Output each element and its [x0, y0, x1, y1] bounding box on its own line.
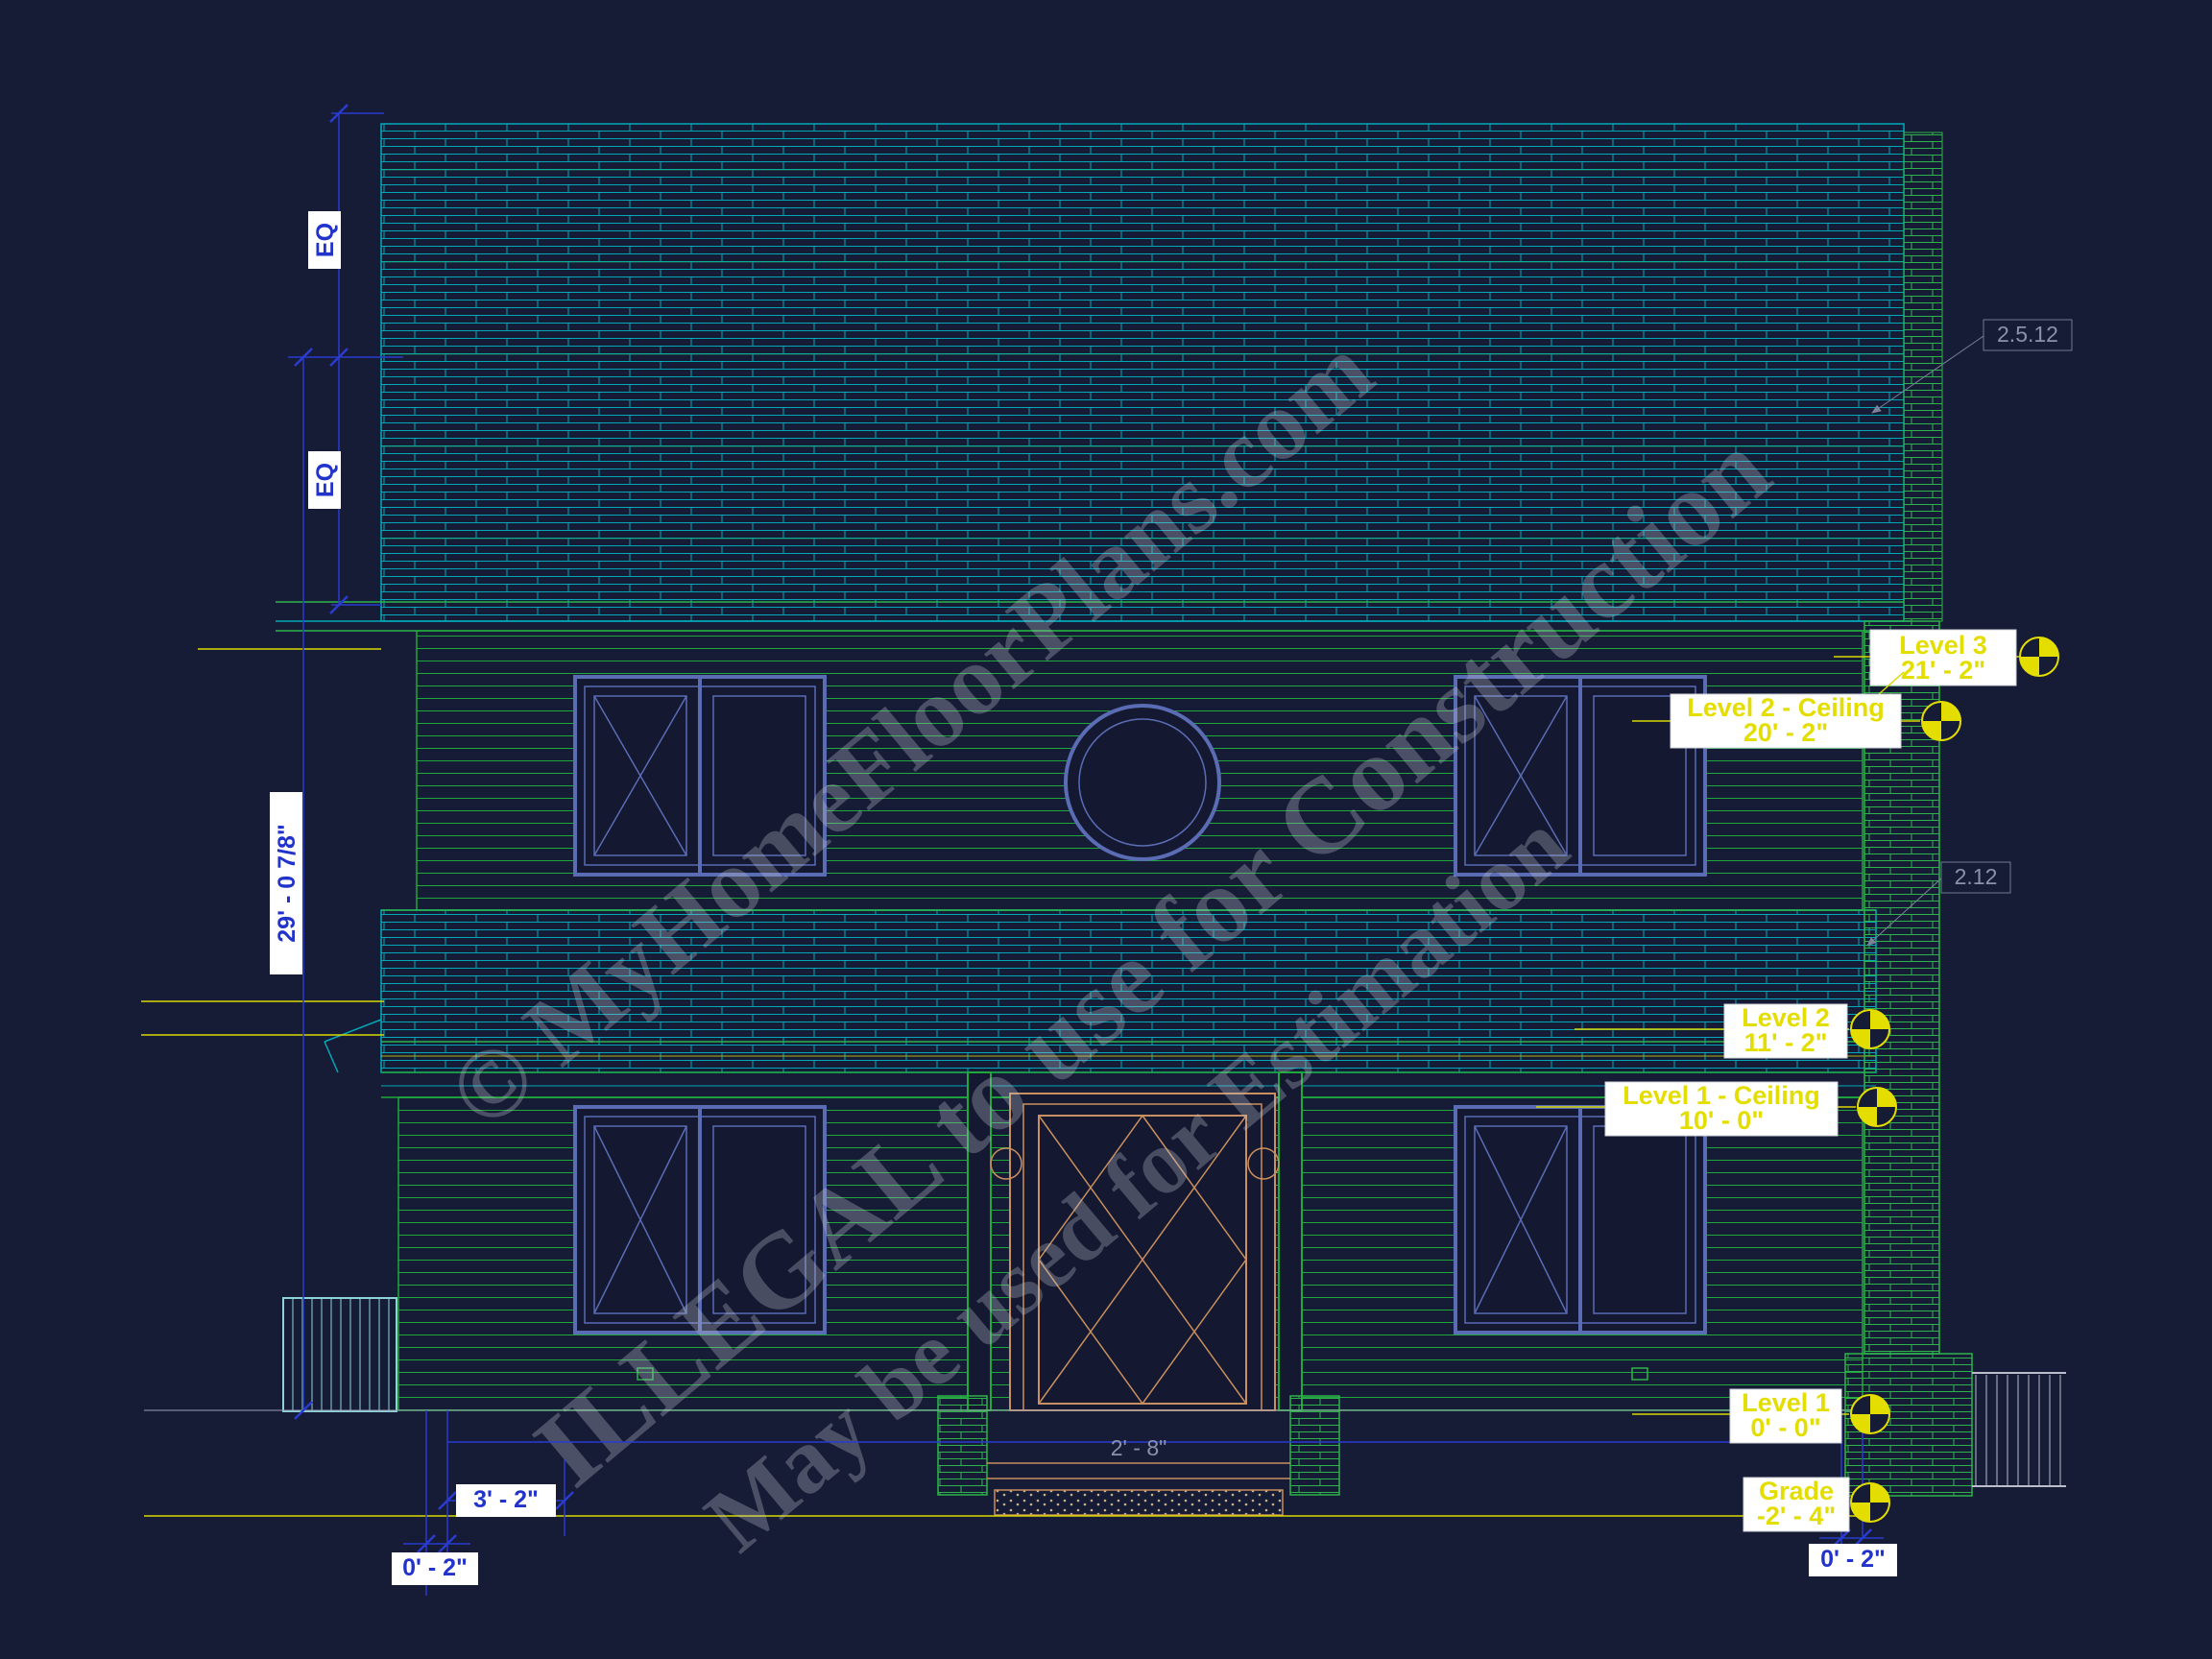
- level-elevation: 10' - 0": [1679, 1106, 1764, 1135]
- level-marker-symbol: [1850, 1482, 1890, 1523]
- level-elevation: 11' - 2": [1744, 1028, 1828, 1057]
- level-name: Level 2: [1742, 1003, 1830, 1032]
- level-elevation: -2' - 4": [1757, 1502, 1836, 1530]
- svg-text:29' - 0 7/8": 29' - 0 7/8": [274, 824, 301, 942]
- front-steps: [937, 1395, 1340, 1516]
- level-marker-symbol: [1921, 701, 1961, 741]
- level-elevation: 21' - 2": [1901, 656, 1985, 685]
- step-tread: [994, 1489, 1284, 1516]
- level-tag-level2-ceiling[interactable]: Level 2 - Ceiling 20' - 2": [1632, 671, 1961, 749]
- level-tag-level1-ceiling[interactable]: Level 1 - Ceiling 10' - 0": [1536, 1081, 1897, 1137]
- level-elevation: 20' - 2": [1743, 718, 1828, 747]
- callout-text: 2.5.12: [1997, 322, 2058, 347]
- door-diagonals: [1038, 1115, 1247, 1405]
- svg-text:3' - 2": 3' - 2": [473, 1486, 539, 1513]
- level-name: Level 1 - Ceiling: [1623, 1081, 1820, 1110]
- level-elevation: 0' - 0": [1750, 1413, 1820, 1442]
- dimension-text-eq-lower[interactable]: EQ: [308, 451, 341, 509]
- grade-lines: [141, 648, 1863, 1517]
- level-marker-symbol: [1850, 1009, 1890, 1049]
- dimension-text-porch-width[interactable]: 3' - 2": [456, 1484, 556, 1517]
- window-lower-right: [1454, 1105, 1707, 1334]
- brick-band: [324, 909, 1877, 1073]
- callout-roof-material[interactable]: 2.5.12: [1871, 319, 2073, 414]
- level-markers: Level 3 21' - 2" Level 2 - Ceiling 20' -…: [1536, 629, 2059, 1532]
- round-window: [1064, 704, 1221, 861]
- outlet-right: [1631, 1367, 1648, 1381]
- level-marker-symbol: [1850, 1394, 1890, 1434]
- step-pier-right: [1289, 1395, 1340, 1496]
- dimension-overall-height: 29' - 0 7/8": [270, 348, 313, 1420]
- dimension-text-overall-height[interactable]: 29' - 0 7/8": [270, 792, 302, 974]
- door-diamond: [1038, 1114, 1247, 1406]
- level-name: Level 3: [1899, 631, 1987, 660]
- level-marker-symbol: [1857, 1087, 1897, 1127]
- dimension-text-right-offset[interactable]: 0' - 2": [1809, 1544, 1897, 1576]
- dimension-text-stair-width[interactable]: 2' - 8": [1111, 1435, 1167, 1460]
- post-bracket-right: [1247, 1147, 1280, 1180]
- level-tag-grade[interactable]: Grade -2' - 4": [1743, 1477, 1890, 1532]
- svg-text:EQ: EQ: [312, 463, 339, 497]
- level-name: Level 2 - Ceiling: [1687, 693, 1885, 722]
- level-marker-symbol: [2019, 637, 2059, 677]
- porch-posts: [967, 1071, 1303, 1411]
- dimension-text-left-offset[interactable]: 0' - 2": [392, 1552, 478, 1585]
- svg-text:EQ: EQ: [312, 223, 339, 257]
- svg-text:0' - 2": 0' - 2": [1820, 1546, 1886, 1573]
- roof-chimney-strip: [1903, 132, 1943, 622]
- step-pier-left: [937, 1395, 988, 1496]
- dimension-eq: EQ EQ: [288, 104, 403, 614]
- level-name: Grade: [1759, 1477, 1834, 1505]
- band-left-return: [324, 1019, 382, 1073]
- chimney: [1844, 620, 1973, 1497]
- entry-door: [1009, 1093, 1276, 1411]
- outlet-left: [637, 1367, 654, 1381]
- dimension-text-eq-upper[interactable]: EQ: [308, 211, 341, 269]
- callout-text: 2.12: [1955, 864, 1998, 889]
- svg-text:0' - 2": 0' - 2": [402, 1554, 468, 1581]
- post-bracket-left: [990, 1147, 1022, 1180]
- level-name: Level 1: [1742, 1388, 1830, 1417]
- level-tag-level2[interactable]: Level 2 11' - 2": [1575, 1003, 1890, 1059]
- level-tag-level1[interactable]: Level 1 0' - 0": [1632, 1388, 1890, 1444]
- railing-left: [282, 1297, 397, 1412]
- roof-green-courses: [381, 169, 1904, 540]
- dimension-bottom-chain: 3' - 2" 0' - 2" 0' - 2" 2' - 8": [392, 1410, 1897, 1596]
- callout-band-material[interactable]: 2.12: [1866, 861, 2011, 947]
- level-tag-level3[interactable]: Level 3 21' - 2": [1834, 629, 2059, 686]
- railing-right: [1972, 1372, 2066, 1487]
- second-floor-wall: [416, 630, 1863, 911]
